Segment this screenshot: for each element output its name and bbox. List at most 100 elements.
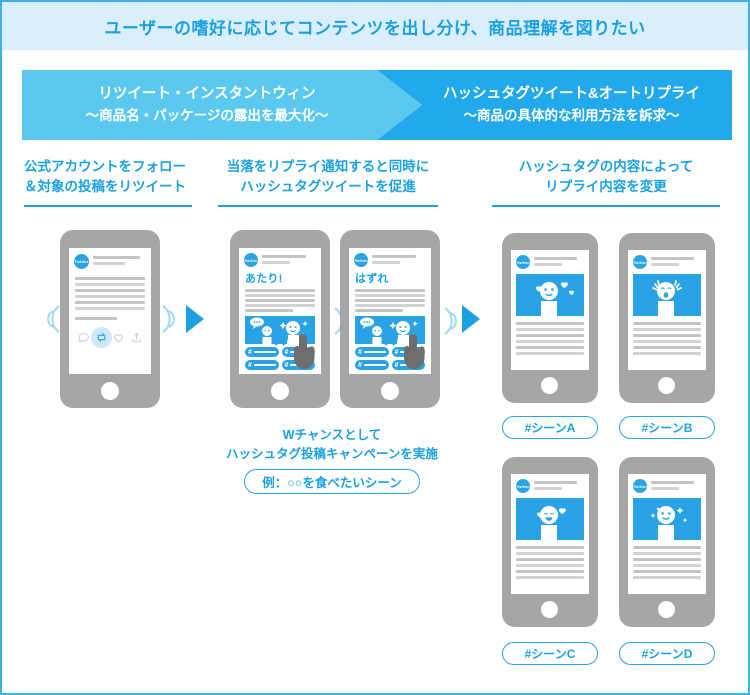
tweet-body-line bbox=[633, 576, 701, 579]
tweet-name-line bbox=[93, 256, 140, 259]
tweet-handle-line bbox=[651, 263, 679, 266]
retweet-icon[interactable] bbox=[90, 327, 112, 348]
banner-left-title: リツイート・インスタントウィン bbox=[98, 86, 316, 103]
tweet-body-line bbox=[633, 346, 701, 349]
page-header: ユーザーの嗜好に応じてコンテンツを出し分け、商品理解を図りたい bbox=[2, 2, 748, 50]
home-button[interactable] bbox=[658, 377, 675, 394]
step2-caption-line1: Wチャンスとして bbox=[282, 428, 382, 442]
signal-arc-left-icon bbox=[46, 302, 62, 336]
tweet-body-line bbox=[245, 304, 315, 307]
phone-mockup-step2-lose: Twitter はずれ bbox=[340, 230, 440, 408]
tweet-image-sparkle-smile bbox=[633, 498, 701, 540]
pointing-hand-icon bbox=[290, 330, 324, 379]
phone-mockup-scene-b: Twitter bbox=[619, 233, 715, 403]
home-button[interactable] bbox=[541, 377, 558, 394]
home-button[interactable] bbox=[658, 601, 675, 618]
column-heading-hashtag-variant: ハッシュタグの内容によって リプライ内容を変更 bbox=[492, 157, 720, 207]
banner-segment-retweet: リツイート・インスタントウィン 〜商品名・パッケージの露出を最大化〜 bbox=[22, 70, 422, 140]
tweet-body-line bbox=[75, 307, 145, 310]
reply-icon[interactable] bbox=[77, 331, 90, 344]
tweet-body-line bbox=[75, 289, 145, 292]
phone3c-screen: Twitter bbox=[511, 474, 589, 594]
phone-mockup-scene-a: Twitter bbox=[502, 233, 598, 403]
tweet-handle-line bbox=[93, 262, 125, 265]
home-button[interactable] bbox=[271, 382, 289, 400]
tweet-body-line bbox=[633, 328, 701, 331]
tweet-body-line bbox=[633, 334, 701, 337]
tweet-headline: はずれ bbox=[355, 273, 389, 285]
tweet-body-line bbox=[633, 564, 701, 567]
step2-caption: Wチャンスとして ハッシュタグ投稿キャンペーンを実施 bbox=[218, 426, 446, 464]
scene-label-a: #シーンA bbox=[502, 416, 598, 439]
home-button[interactable] bbox=[381, 382, 399, 400]
hashtag-pill[interactable]: # bbox=[355, 347, 389, 357]
share-icon[interactable] bbox=[130, 331, 143, 344]
tweet-body-line bbox=[516, 564, 584, 567]
column-heading-follow-retweet: 公式アカウントをフォロー ＆対象の投稿をリツイート bbox=[24, 157, 192, 207]
tweet-name-line bbox=[651, 481, 694, 484]
tap-burst-icon bbox=[382, 326, 400, 353]
tweet-body-line bbox=[633, 552, 701, 555]
tweet-body-line bbox=[355, 289, 425, 292]
tweet-body-line bbox=[516, 546, 584, 549]
phone3b-screen: Twitter bbox=[628, 250, 706, 370]
tweet-body-line bbox=[516, 570, 584, 573]
tweet-name-line bbox=[262, 255, 306, 258]
tweet-body-line bbox=[75, 277, 145, 280]
pointing-hand-icon bbox=[400, 330, 434, 379]
tweet-headline: あたり! bbox=[245, 273, 283, 285]
column3-underline bbox=[492, 204, 720, 207]
phone-mockup-step1: Twitter bbox=[60, 230, 160, 408]
tweet-body-line bbox=[516, 340, 584, 343]
tweet-body-line bbox=[633, 340, 701, 343]
tweet-body-line bbox=[516, 334, 584, 337]
tweet-body-line bbox=[75, 295, 145, 298]
phone-mockup-scene-c: Twitter bbox=[502, 457, 598, 627]
banner-left-subtitle: 〜商品名・パッケージの露出を最大化〜 bbox=[85, 107, 329, 123]
tweet-body-line bbox=[633, 546, 701, 549]
home-button[interactable] bbox=[101, 382, 119, 400]
tweet-body-line bbox=[516, 352, 584, 355]
column2-heading-line1: 当落をリプライ通知すると同時に bbox=[226, 159, 430, 174]
like-icon[interactable] bbox=[112, 331, 125, 344]
column3-heading-line1: ハッシュタグの内容によって bbox=[518, 159, 694, 174]
tweet-body-line bbox=[516, 322, 584, 325]
banner-right-title: ハッシュタグツイート&オートリプライ bbox=[443, 86, 700, 103]
tweet-body-line bbox=[633, 352, 701, 355]
avatar: Twitter bbox=[633, 479, 647, 493]
home-button[interactable] bbox=[541, 601, 558, 618]
tweet-name-line bbox=[534, 481, 577, 484]
tweet-body-line bbox=[633, 322, 701, 325]
tweet-body-line bbox=[355, 309, 403, 312]
hashtag-pill[interactable]: # bbox=[355, 360, 389, 370]
tweet-name-line bbox=[534, 257, 577, 260]
hashtag-pill[interactable]: # bbox=[245, 347, 279, 357]
tweet-body-line bbox=[516, 346, 584, 349]
tweet-name-line bbox=[651, 257, 694, 260]
column1-underline bbox=[24, 204, 192, 207]
column3-heading-line2: リプライ内容を変更 bbox=[545, 179, 667, 195]
tweet-body-line bbox=[245, 299, 315, 302]
column-heading-reply-notify: 当落をリプライ通知すると同時に ハッシュタグツイートを促進 bbox=[218, 157, 438, 207]
column1-heading-line1: 公式アカウントをフォロー bbox=[24, 159, 186, 174]
avatar: Twitter bbox=[516, 255, 530, 269]
tweet-body-line bbox=[516, 328, 584, 331]
hashtag-pill[interactable]: # bbox=[245, 360, 279, 370]
tweet-body-line bbox=[516, 558, 584, 561]
avatar: Twitter bbox=[74, 254, 89, 269]
tweet-body-line bbox=[633, 570, 701, 573]
page-title: ユーザーの嗜好に応じてコンテンツを出し分け、商品理解を図りたい bbox=[104, 18, 646, 38]
banner-segment-hashtag: ハッシュタグツイート&オートリプライ 〜商品の具体的な利用方法を訴求〜 bbox=[377, 70, 732, 140]
tweet-handle-line bbox=[651, 487, 679, 490]
tweet-action-bar bbox=[77, 327, 143, 348]
phone3d-screen: Twitter bbox=[628, 474, 706, 594]
avatar: Twitter bbox=[354, 253, 368, 267]
avatar: Twitter bbox=[633, 255, 647, 269]
strategy-banner: リツイート・インスタントウィン 〜商品名・パッケージの露出を最大化〜 ハッシュタ… bbox=[22, 70, 732, 140]
tweet-handle-line bbox=[372, 261, 400, 264]
column1-heading-line2: ＆対象の投稿をリツイート bbox=[24, 179, 186, 195]
tweet-body-line bbox=[355, 304, 425, 307]
signal-arc-right-icon bbox=[442, 304, 458, 338]
tweet-body-line bbox=[516, 576, 584, 579]
